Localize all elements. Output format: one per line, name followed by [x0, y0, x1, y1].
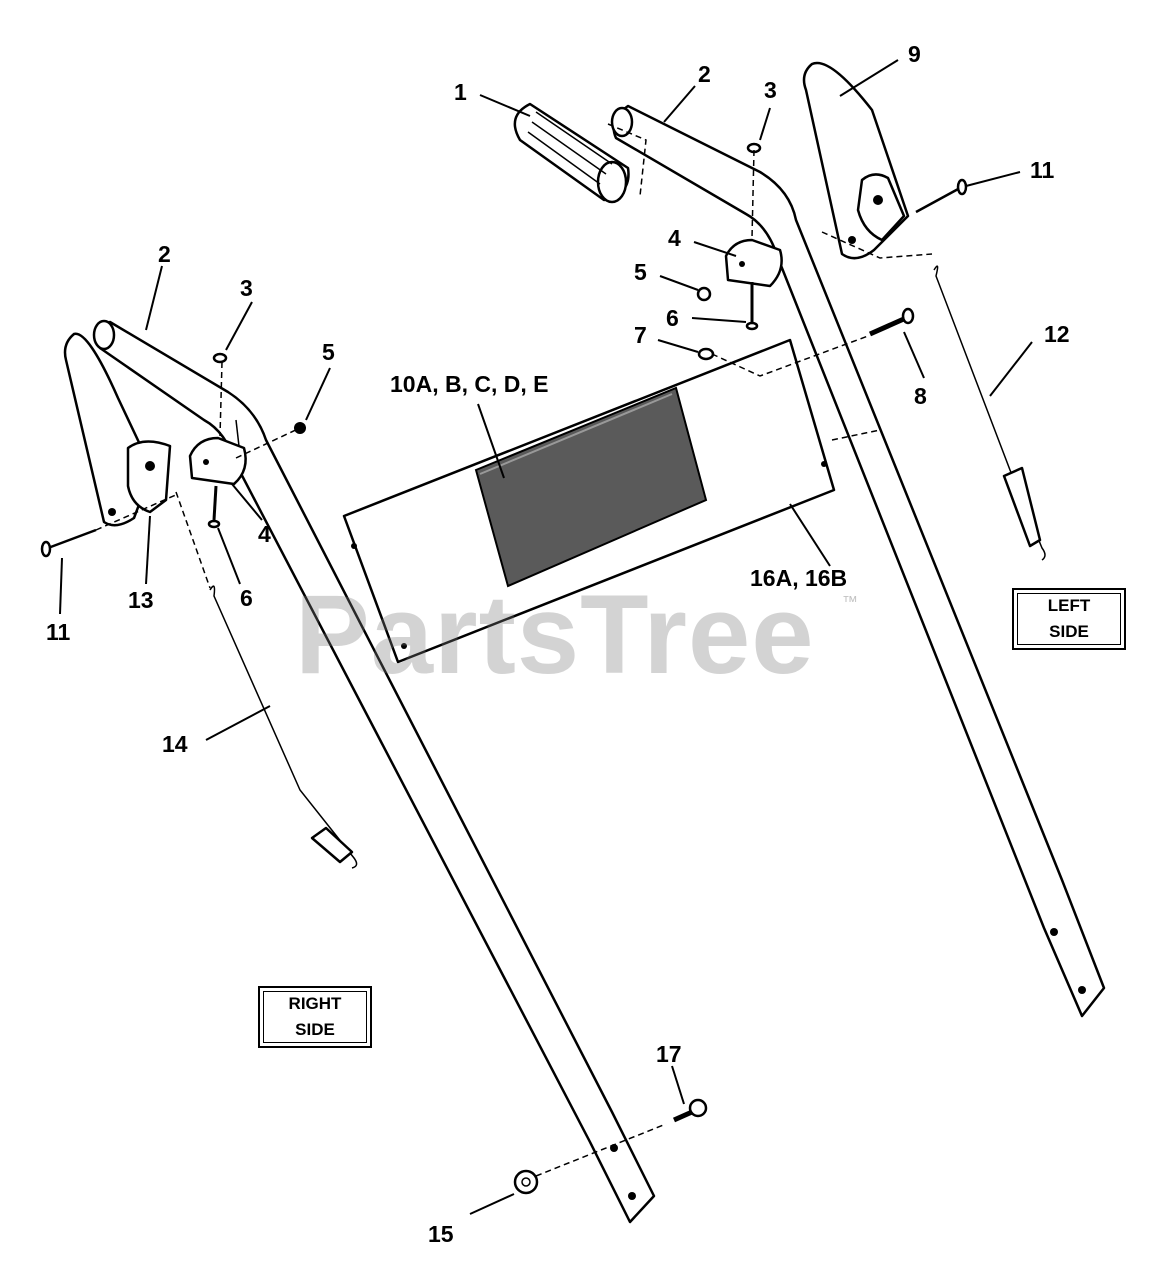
- screw-6-right: [207, 485, 221, 529]
- callout-4-right: 4: [258, 521, 271, 547]
- left-side-label-line1: LEFT: [1047, 596, 1091, 615]
- nut-15: [513, 1169, 539, 1195]
- washer-3-right: [212, 352, 228, 364]
- bolt-11-upper: [915, 178, 968, 214]
- partstree-watermark: PartsTree: [295, 572, 815, 697]
- callout-3-right: 3: [240, 275, 253, 301]
- screw-6-left: [745, 282, 759, 331]
- bolt-11-lower: [40, 528, 97, 558]
- saddle-clamp-right: [188, 436, 247, 486]
- callout-9: 9: [908, 41, 921, 67]
- control-rod-right: [175, 491, 358, 869]
- callout-17: 17: [656, 1041, 682, 1067]
- callout-14: 14: [162, 731, 188, 757]
- callout-5-right: 5: [322, 339, 335, 365]
- callout-6-left: 6: [666, 305, 679, 331]
- bolt-17: [672, 1098, 708, 1123]
- callout-labels: 1 2 3 9 11 4 5 6 7 12 8 2 3 5 10A, B, C,…: [46, 41, 1070, 1247]
- nut-7: [697, 347, 715, 361]
- right-side-label-line1: RIGHT: [288, 994, 342, 1013]
- right-side-label: RIGHT SIDE: [258, 986, 372, 1048]
- callout-4-left: 4: [668, 225, 681, 251]
- left-side-label: LEFT SIDE: [1012, 588, 1126, 650]
- left-side-label-line2: SIDE: [1049, 622, 1089, 641]
- callout-11-lower: 11: [46, 619, 71, 645]
- callout-7: 7: [634, 322, 647, 348]
- callout-11-upper: 11: [1030, 157, 1055, 183]
- callout-2-right: 2: [158, 241, 171, 267]
- nut-5-left: [696, 286, 712, 302]
- callout-1: 1: [454, 79, 467, 105]
- callout-8: 8: [914, 383, 927, 409]
- callout-12: 12: [1044, 321, 1070, 347]
- callout-16: 16A, 16B: [750, 565, 847, 591]
- upper-bracket-right: [63, 332, 172, 527]
- callout-15: 15: [428, 1221, 454, 1247]
- assembly-lines: [95, 149, 881, 1177]
- leader-lines: [59, 59, 1033, 1215]
- control-panel: [342, 338, 836, 664]
- callout-13: 13: [128, 587, 154, 613]
- callout-5-left: 5: [634, 259, 647, 285]
- control-rod-left: [821, 231, 1046, 561]
- trademark-symbol: ™: [842, 594, 858, 611]
- callout-3-left: 3: [764, 77, 777, 103]
- callout-2-left: 2: [698, 61, 711, 87]
- callout-6-right: 6: [240, 585, 253, 611]
- saddle-clamp-left: [724, 238, 783, 288]
- right-side-label-line2: SIDE: [295, 1020, 335, 1039]
- bolt-8: [868, 307, 915, 337]
- callout-10: 10A, B, C, D, E: [390, 371, 548, 397]
- upper-bracket-left: [802, 61, 910, 260]
- handle-grip: [513, 102, 647, 204]
